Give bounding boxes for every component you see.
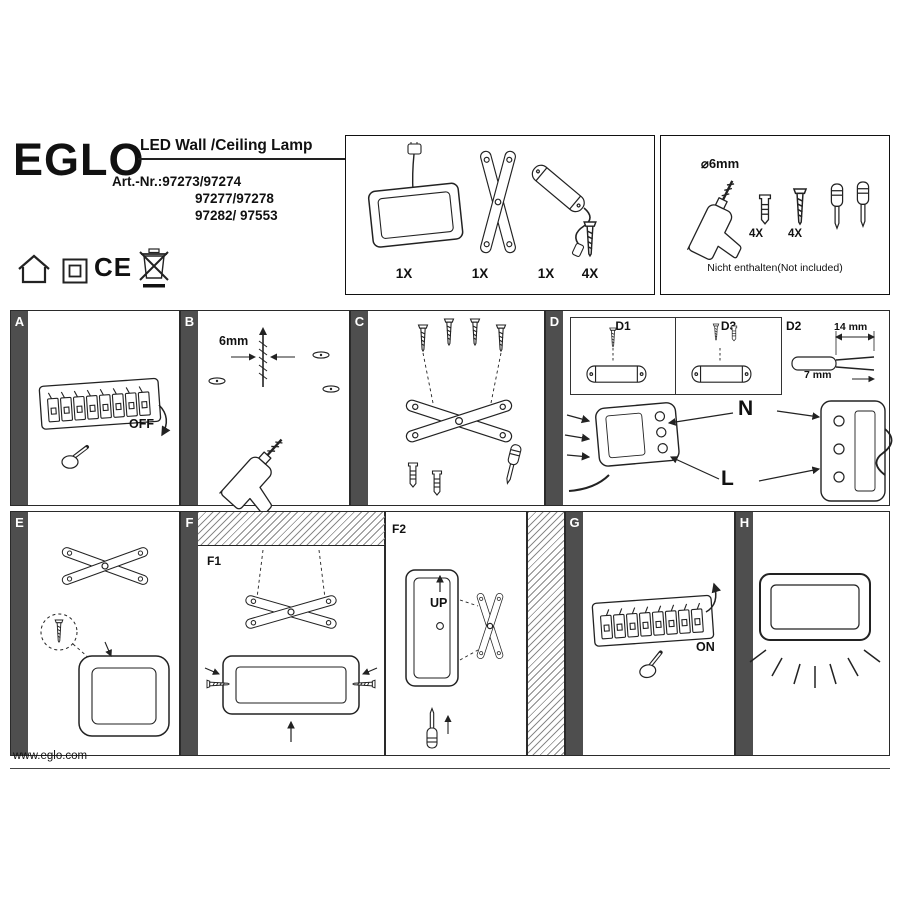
lamp-to-bracket-illustration — [204, 549, 378, 742]
required-tools-box: ⌀6mm 4X 4X Nicht enthalten(Not included) — [660, 135, 890, 295]
step-c-panel: C — [350, 310, 545, 506]
sub-step-f2-label: F2 — [392, 522, 407, 536]
screw-icon — [583, 221, 597, 257]
screw-qty: 4X — [787, 228, 803, 240]
lamp-qty: 1X — [395, 266, 413, 281]
double-insulation-icon — [62, 258, 88, 284]
led-driver-illustration — [528, 161, 591, 258]
ce-mark: CE — [94, 252, 133, 282]
bracket-fixing-illustration — [371, 318, 523, 496]
website-url: www.eglo.com — [13, 750, 88, 762]
power-on-label: ON — [696, 640, 715, 654]
step-c-strip: C — [351, 311, 368, 505]
lamp-illustration — [367, 142, 464, 248]
drill-size-label: 6mm — [219, 334, 249, 348]
step-f-panel: F F1 — [180, 511, 385, 756]
title-divider — [138, 158, 345, 160]
step-e-strip: E — [11, 512, 28, 755]
panel-letter: C — [354, 314, 365, 329]
wall-cross-section — [527, 511, 565, 756]
step-b-strip: B — [181, 311, 198, 505]
lamp-lit-illustration — [749, 573, 881, 688]
wall-mount-illustration — [405, 569, 505, 749]
driver-mount-d3-illustration — [691, 323, 752, 383]
breaker-off-illustration — [31, 359, 171, 471]
wall-plug-qty: 4X — [748, 228, 764, 240]
article-number-line: 97277/97278 — [195, 191, 274, 206]
step-d-strip: D — [546, 311, 563, 505]
step-a-strip: A — [11, 311, 28, 505]
step-b-panel: B 6mm — [180, 310, 350, 526]
step-a-panel: A OFF — [10, 310, 180, 506]
screw-icon — [793, 188, 807, 225]
panel-letter: H — [739, 515, 750, 530]
panel-letter: F — [185, 515, 194, 530]
live-wire-label: L — [721, 467, 734, 490]
step-h-strip: H — [736, 512, 753, 755]
not-included-note: Nicht enthalten(Not included) — [707, 262, 843, 274]
step-g-strip: G — [566, 512, 583, 755]
step-f-strip: F — [181, 512, 198, 755]
up-orientation-label: UP — [430, 596, 448, 610]
panel-letter: G — [569, 515, 580, 530]
drill-diameter-label: ⌀6mm — [701, 156, 740, 171]
power-off-label: OFF — [129, 417, 154, 431]
option-d2-label: D2 — [786, 319, 802, 333]
wall-plug-icon — [758, 194, 772, 225]
weee-bin-icon — [139, 248, 169, 288]
step-d-panel: D D1 D3 D2 — [545, 310, 893, 506]
house-icon — [18, 254, 50, 284]
panel-letter: E — [15, 515, 24, 530]
article-number-line: Art.-Nr.:97273/97274 — [112, 174, 242, 189]
panel-letter: B — [184, 314, 195, 329]
panel-letter: A — [14, 314, 25, 329]
package-contents-box: 1X 1X 1X 4X — [345, 135, 655, 295]
panel-letter: D — [549, 314, 560, 329]
screws-qty: 4X — [581, 266, 599, 281]
option-d1-label: D1 — [615, 319, 631, 333]
product-title: LED Wall /Ceiling Lamp — [140, 137, 313, 154]
neutral-wire-label: N — [738, 397, 754, 420]
article-numbers: Art.-Nr.:97273/97274 97277/97278 97282/ … — [112, 173, 278, 224]
step-e-panel: E — [10, 511, 180, 756]
driver-mount-options-box: D1 D3 — [570, 317, 782, 395]
screwdriver-icons — [830, 181, 870, 229]
article-number-line: 97282/ 97553 — [195, 208, 278, 223]
option-d1: D1 — [571, 318, 676, 394]
breaker-on-illustration — [586, 582, 722, 682]
step-f2-panel: F2 UP — [385, 511, 527, 756]
strip-length-7mm: 7 mm — [804, 369, 832, 381]
driver-mount-d1-illustration — [586, 327, 647, 383]
step-h-panel: H — [735, 511, 890, 756]
wire-strip-diagram — [791, 331, 876, 383]
wiring-diagram — [564, 400, 893, 502]
step-g-panel: G ON — [565, 511, 735, 756]
cross-bracket-illustration — [478, 149, 518, 255]
bracket-qty: 1X — [471, 266, 489, 281]
driver-qty: 1X — [537, 266, 555, 281]
footer-divider — [10, 768, 890, 770]
ceiling-cross-section — [198, 512, 385, 546]
box-mount-illustration — [40, 545, 170, 737]
option-d3: D3 — [676, 318, 781, 394]
brand-logo: EGLO — [13, 134, 145, 185]
strip-length-14mm: 14 mm — [834, 321, 868, 333]
sub-step-f1-label: F1 — [207, 554, 222, 568]
drilling-illustration — [208, 327, 340, 526]
